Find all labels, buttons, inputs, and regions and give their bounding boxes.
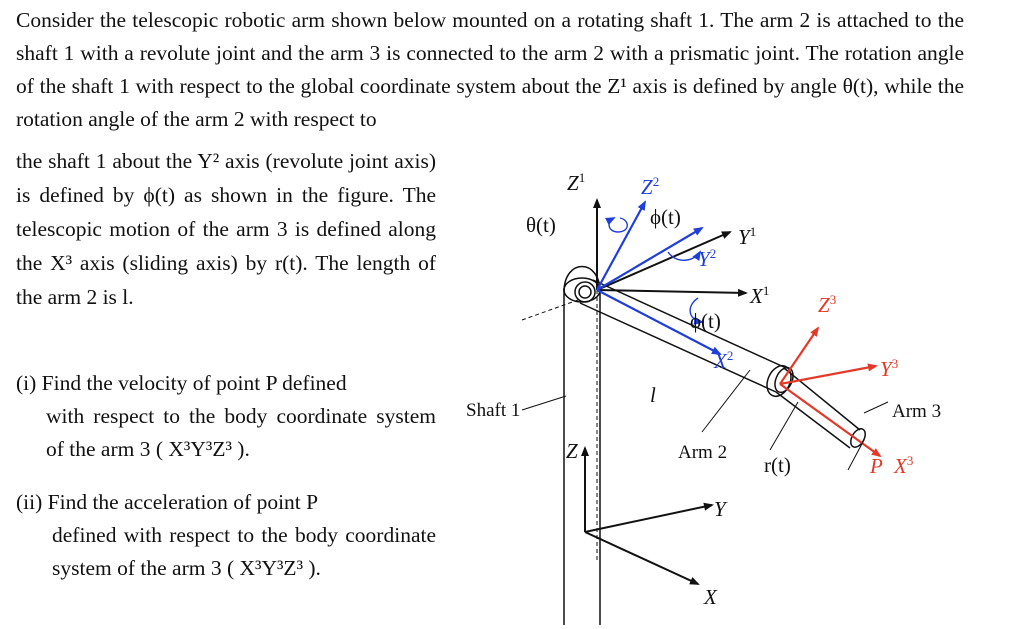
question-1: (i) Find the velocity of point P defined… [16,367,436,466]
length-label: l [650,383,656,407]
phi-rotation-arrow-top [667,250,702,261]
y2-axis [596,226,704,291]
left-column-text: the shaft 1 about the Y² axis (revolute … [16,149,436,309]
question-2-rest: defined with respect to the body coordin… [52,523,436,580]
arm-2-label: Arm 2 [678,442,727,463]
z3-axis [779,326,820,385]
question-1-first-line: (i) Find the velocity of point P defined [16,371,347,395]
y1-axis [596,231,732,291]
question-2: (ii) Find the acceleration of point P de… [16,486,436,585]
phi-top-label: ϕ(t) [650,205,681,229]
x3-axis [779,383,882,458]
z3-label: Z3 [818,292,836,317]
z2-axis [596,200,646,291]
y3-label: Y3 [880,356,898,381]
shaft-1-leader [521,395,567,411]
arm-3-leader [863,401,889,414]
prismatic-joint [766,364,794,398]
shaft-1-label: Shaft 1 [466,400,520,421]
r-label: r(t) [764,453,791,477]
x2-axis [596,289,722,355]
z2-label: Z2 [641,174,659,199]
z1-label: Z1 [567,170,585,195]
robot-arm-figure: Z1 Z2 θ(t) ϕ(t) Y1 Y2 X1 ϕ(t) X2 Z3 Y3 l… [466,170,941,625]
intro-text: Consider the telescopic robotic arm show… [16,8,964,131]
global-y-axis [584,502,714,533]
revolute-joint [574,281,596,303]
arm-2-leader [701,369,751,433]
dashed-reference-horizontal [521,299,579,321]
y2-label: Y2 [698,246,716,271]
y3-axis [779,363,878,386]
arm-2-tube [579,279,787,393]
problem-continuation: the shaft 1 about the Y² axis (revolute … [16,144,436,314]
phi-rotation-arrow-mid [689,297,704,325]
question-2-first-line: (ii) Find the acceleration of point P [16,490,319,514]
phi-mid-label: ϕ(t) [690,309,721,333]
problem-intro: Consider the telescopic robotic arm show… [16,4,964,136]
x3-label: X3 [893,453,913,478]
p-label: P [869,454,883,478]
theta-label: θ(t) [526,213,556,237]
r-dimension-leader [769,401,799,451]
theta-rotation-arrow [605,217,628,233]
question-1-rest: with respect to the body coordinate syst… [46,404,436,461]
y1-label: Y1 [738,224,756,249]
arm-3-label: Arm 3 [892,401,941,422]
z-label: Z [566,439,578,463]
x-label: X [703,585,718,609]
y-label: Y [714,497,728,521]
global-x-axis [584,531,700,585]
p-leader [847,439,865,471]
x1-axis [596,288,748,297]
x2-label: X2 [713,348,733,373]
x1-label: X1 [749,283,769,308]
